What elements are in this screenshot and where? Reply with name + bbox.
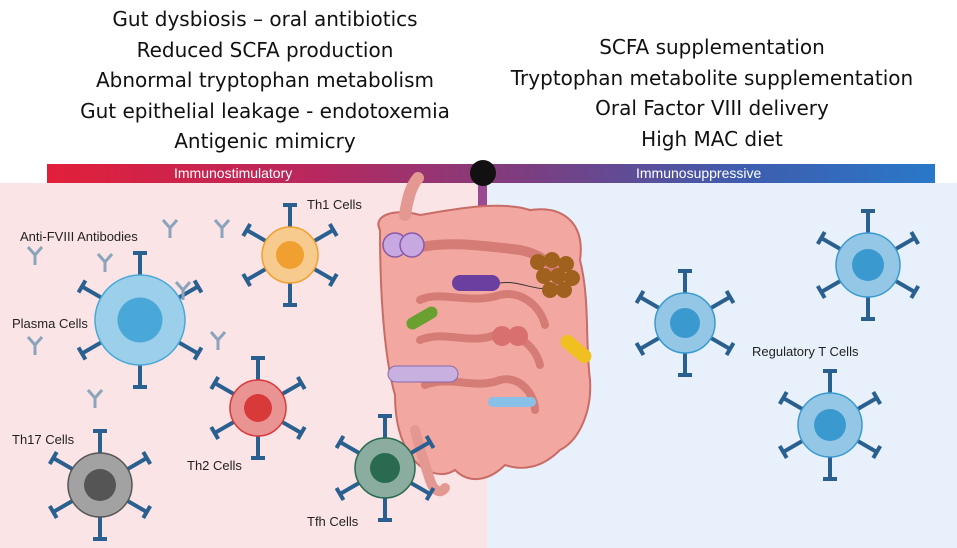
causes-list: Gut dysbiosis – oral antibiotics Reduced… xyxy=(70,4,460,157)
cause-item: Reduced SCFA production xyxy=(136,37,394,62)
plasma-cell-icon xyxy=(76,251,204,389)
antibody-icon xyxy=(26,246,44,265)
cause-item: Gut epithelial leakage - endotoxemia xyxy=(80,98,450,123)
balance-point-marker xyxy=(470,160,496,186)
regulatory-t-cell-icon xyxy=(634,269,736,377)
regulatory-t-cell-icon xyxy=(778,369,882,481)
intervention-item: Tryptophan metabolite supplementation xyxy=(510,65,914,90)
anti-fviii-antibodies-label: Anti-FVIII Antibodies xyxy=(20,229,138,244)
gut-illustration-icon xyxy=(377,172,592,497)
regulatory-t-cell-icon xyxy=(816,209,920,321)
tfh-cell-icon xyxy=(334,414,436,522)
intervention-item: High MAC diet xyxy=(641,126,783,151)
cause-item: Abnormal tryptophan metabolism xyxy=(96,68,434,92)
intervention-item: Oral Factor VIII delivery xyxy=(595,96,829,120)
plasma-cells-label: Plasma Cells xyxy=(12,316,88,331)
th2-cells-label: Th2 Cells xyxy=(187,458,242,473)
th17-cell-icon xyxy=(48,429,152,541)
antibody-icon xyxy=(26,336,44,355)
cause-item: Gut dysbiosis – oral antibiotics xyxy=(112,7,418,31)
immunosuppressive-label: Immunosuppressive xyxy=(636,165,762,181)
antibody-icon xyxy=(213,219,231,238)
antibody-icon xyxy=(96,253,114,272)
th1-cells-label: Th1 Cells xyxy=(307,197,362,212)
intervention-item: SCFA supplementation xyxy=(599,35,825,59)
th17-cells-label: Th17 Cells xyxy=(12,432,75,447)
regulatory-t-cells-label: Regulatory T Cells xyxy=(752,344,859,359)
antibody-icon xyxy=(174,281,192,300)
antibody-icon xyxy=(209,331,227,350)
antibody-icon xyxy=(161,219,179,238)
antibody-icon xyxy=(86,389,104,408)
th2-cell-icon xyxy=(209,356,307,460)
cause-item: Antigenic mimicry xyxy=(174,129,356,153)
th1-cell-icon xyxy=(241,203,339,307)
immunostimulatory-label: Immunostimulatory xyxy=(174,165,293,181)
interventions-list: SCFA supplementation Tryptophan metaboli… xyxy=(492,32,932,154)
tfh-cells-label: Tfh Cells xyxy=(307,514,359,529)
